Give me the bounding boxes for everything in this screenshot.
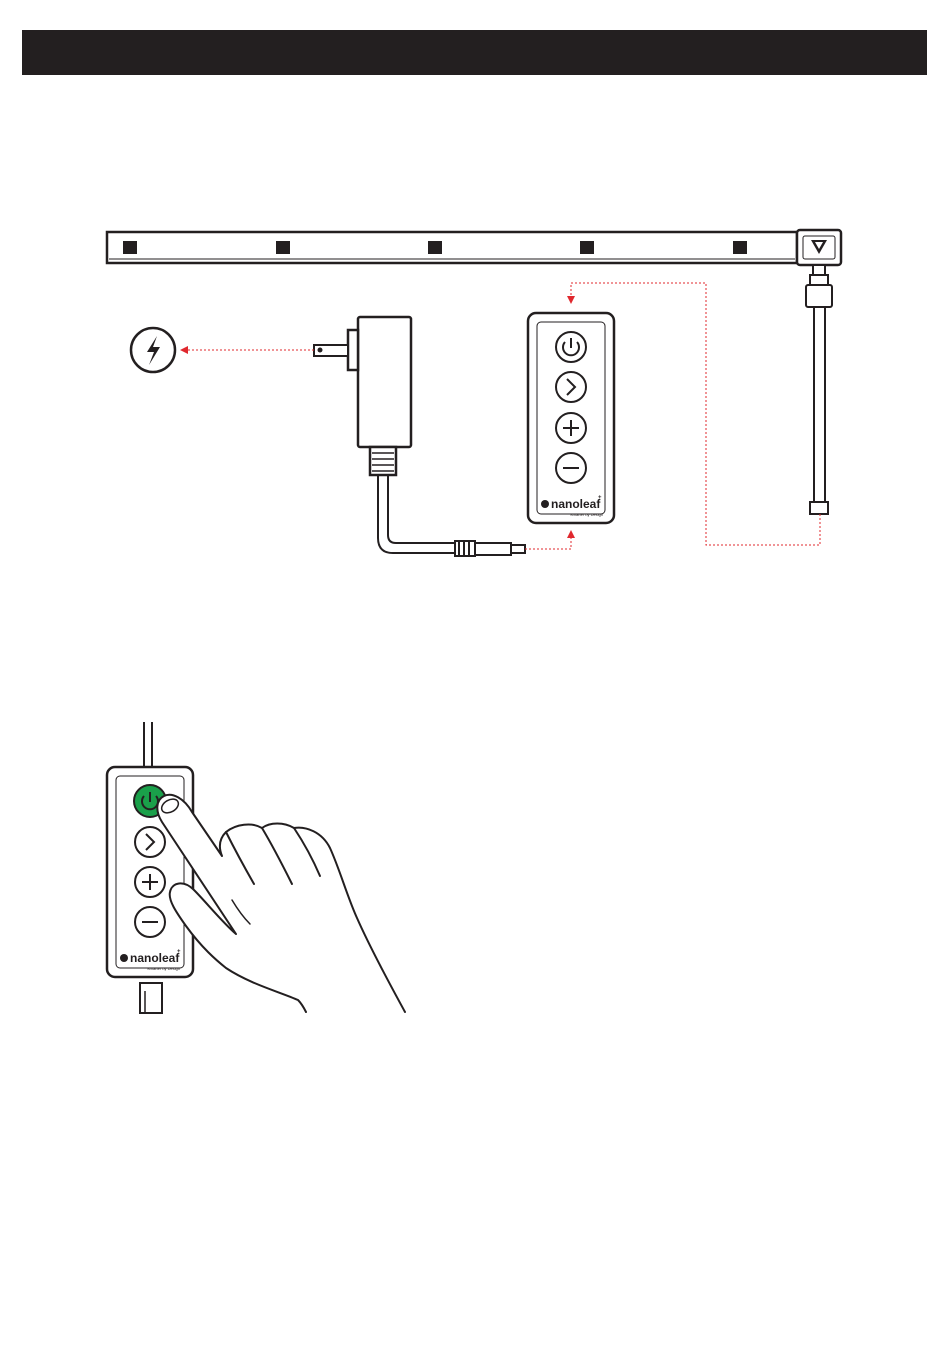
lightning-icon (131, 328, 175, 372)
brand-name: nanoleaf (130, 951, 180, 965)
next-button[interactable] (556, 372, 586, 402)
adapter-cable (378, 475, 525, 556)
led-chip (276, 241, 290, 254)
strip-connector (810, 502, 828, 514)
brand-name: nanoleaf (551, 497, 601, 511)
light-strip (107, 230, 841, 265)
led-chip (123, 241, 137, 254)
power-button[interactable] (556, 332, 586, 362)
brightness-down-button[interactable] (135, 907, 165, 937)
remote-controller-top: nanoleaf + Smarter by Design (528, 313, 614, 523)
brand-tagline: Smarter by Design (147, 966, 180, 971)
next-button[interactable] (135, 827, 165, 857)
power-adapter-icon (314, 317, 411, 475)
connection-guides (182, 283, 820, 549)
led-chip (733, 241, 747, 254)
brand-tagline: Smarter by Design (570, 512, 603, 517)
brightness-down-button[interactable] (556, 453, 586, 483)
remote-controller-bottom: nanoleaf + Smarter by Design (107, 722, 193, 1013)
led-chip (580, 241, 594, 254)
brightness-up-button[interactable] (556, 413, 586, 443)
strip-cable (806, 265, 832, 514)
brand-mark: + (177, 949, 181, 955)
hand-pointer-icon (157, 795, 405, 1012)
led-chip (428, 241, 442, 254)
brightness-up-button[interactable] (135, 867, 165, 897)
brand-mark: + (598, 495, 602, 501)
